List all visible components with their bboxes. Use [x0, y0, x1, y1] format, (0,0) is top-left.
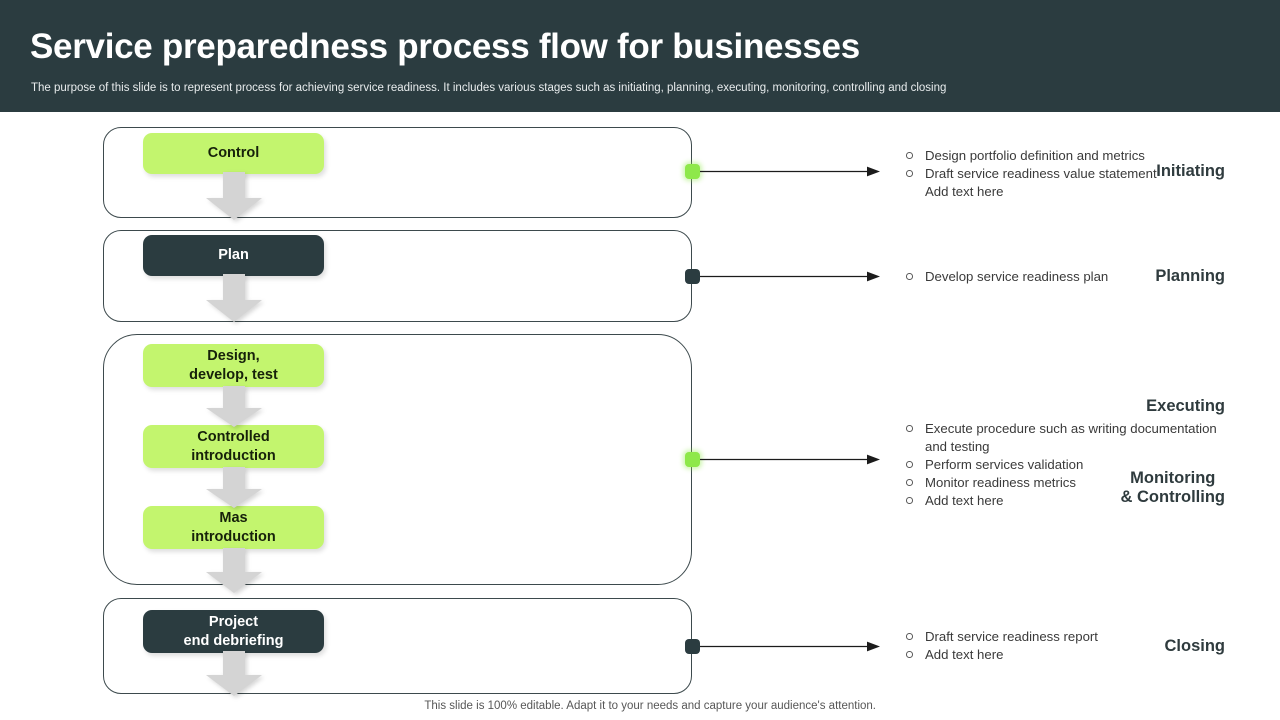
list-item: Monitor readiness metrics: [900, 474, 1230, 492]
list-item-label: Develop service readiness plan: [925, 269, 1109, 284]
connector-arrow-initiating: [700, 166, 880, 177]
list-item: Add text here: [900, 183, 1230, 201]
list-item-label: Draft service readiness value statement: [925, 166, 1157, 181]
bullet-marker-icon: [906, 633, 913, 640]
stage-label-monitoring-controlling: Monitoring & Controlling: [1120, 469, 1225, 506]
process-box-mas-introduction[interactable]: Mas introduction: [143, 506, 324, 549]
list-item-label: Add text here: [925, 184, 1004, 199]
list-item: Execute procedure such as writing docume…: [900, 420, 1230, 456]
stage-label-closing: Closing: [1164, 637, 1226, 655]
bullet-marker-icon: [906, 461, 913, 468]
list-item-label: Design portfolio definition and metrics: [925, 148, 1145, 163]
bullet-marker-icon: [906, 170, 913, 177]
connector-arrow-executing: [700, 454, 880, 465]
footer-note: This slide is 100% editable. Adapt it to…: [424, 700, 876, 712]
page-subtitle: The purpose of this slide is to represen…: [31, 82, 947, 94]
list-item: Develop service readiness plan: [900, 268, 1230, 286]
list-item-label: Perform services validation: [925, 457, 1084, 472]
down-arrow-icon-4: [206, 467, 262, 508]
list-item-label: Draft service readiness report: [925, 629, 1098, 644]
process-box-plan[interactable]: Plan: [143, 235, 324, 276]
down-arrow-icon-5: [206, 548, 262, 593]
process-box-controlled-introduction[interactable]: Controlled introduction: [143, 425, 324, 468]
process-box-design-develop-test[interactable]: Design, develop, test: [143, 344, 324, 387]
list-item-label: Add text here: [925, 493, 1004, 508]
process-box-control[interactable]: Control: [143, 133, 324, 174]
bullet-marker-icon: [906, 479, 913, 486]
bullet-marker-icon: [906, 425, 913, 432]
bullet-marker-icon: [906, 651, 913, 658]
down-arrow-icon-1: [206, 172, 262, 220]
stage-label-planning: Planning: [1155, 267, 1225, 285]
connector-dot-closing[interactable]: [685, 639, 700, 654]
connector-dot-planning[interactable]: [685, 269, 700, 284]
list-item-label: Execute procedure such as writing docume…: [925, 421, 1217, 454]
bullet-list-initiating: Design portfolio definition and metrics …: [900, 147, 1230, 201]
list-item: Design portfolio definition and metrics: [900, 147, 1230, 165]
page-title: Service preparedness process flow for bu…: [30, 27, 860, 66]
down-arrow-icon-2: [206, 274, 262, 322]
bullet-list-executing: Execute procedure such as writing docume…: [900, 420, 1230, 510]
list-item-label: Add text here: [925, 647, 1004, 662]
bullet-list-planning: Develop service readiness plan: [900, 268, 1230, 286]
connector-arrow-planning: [700, 271, 880, 282]
bullet-marker-icon: [906, 273, 913, 280]
list-item: Draft service readiness value statement: [900, 165, 1230, 183]
list-item: Add text here: [900, 646, 1230, 664]
down-arrow-icon-3: [206, 386, 262, 427]
list-item-label: Monitor readiness metrics: [925, 475, 1076, 490]
list-item: Perform services validation: [900, 456, 1230, 474]
stage-label-executing: Executing: [1146, 397, 1225, 415]
slide-header: Service preparedness process flow for bu…: [0, 0, 1280, 112]
bullet-marker-icon: [906, 152, 913, 159]
stage-label-initiating: Initiating: [1156, 162, 1225, 180]
connector-arrow-closing: [700, 641, 880, 652]
list-item: Draft service readiness report: [900, 628, 1230, 646]
bullet-marker-icon: [906, 497, 913, 504]
list-item: Add text here: [900, 492, 1230, 510]
bullet-list-closing: Draft service readiness report Add text …: [900, 628, 1230, 664]
connector-dot-executing[interactable]: [685, 452, 700, 467]
down-arrow-icon-6: [206, 651, 262, 696]
process-box-project-end-debriefing[interactable]: Project end debriefing: [143, 610, 324, 653]
connector-dot-initiating[interactable]: [685, 164, 700, 179]
